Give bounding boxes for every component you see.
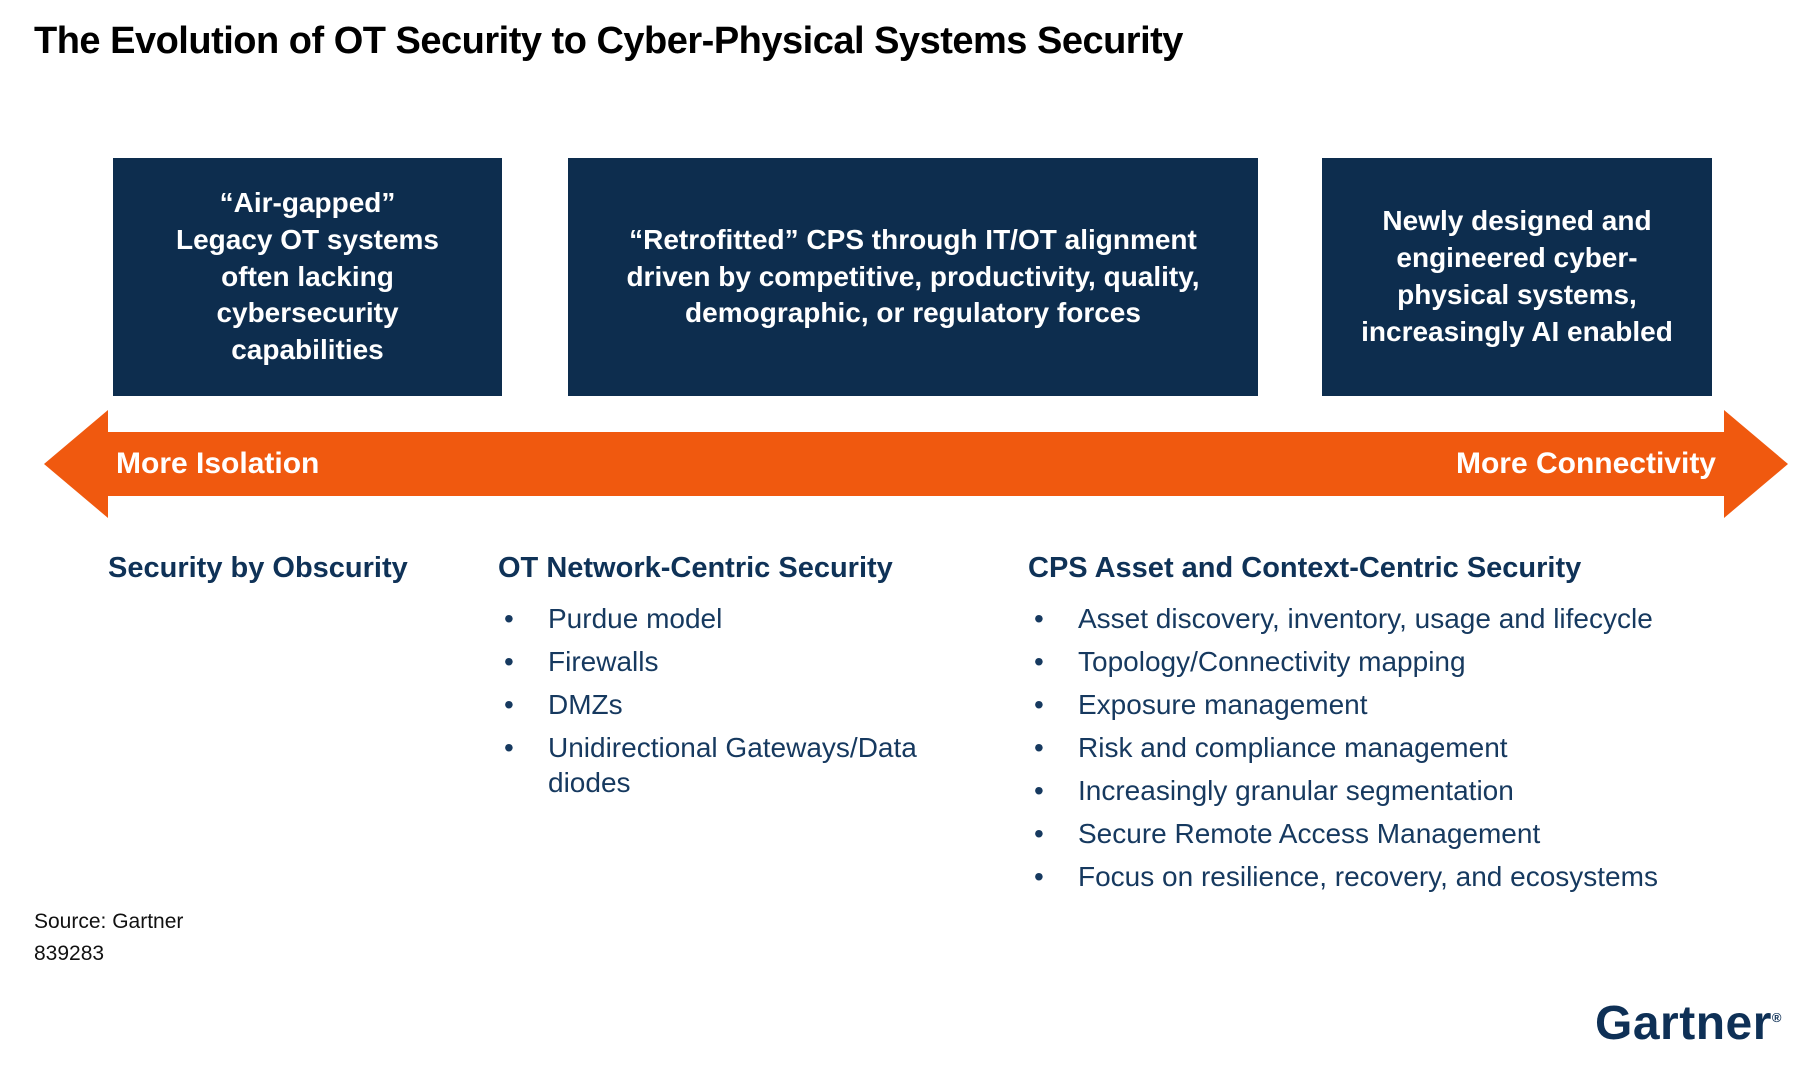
bullet-icon: • (1034, 861, 1044, 892)
list-item-text: Asset discovery, inventory, usage and li… (1078, 603, 1653, 634)
arrow-left-head-icon (44, 410, 108, 518)
column-heading: Security by Obscurity (108, 552, 408, 584)
arrow-label-more-isolation: More Isolation (116, 447, 320, 480)
list-item-text: Increasingly granular segmentation (1078, 775, 1514, 806)
arrow-right-head-icon (1724, 410, 1788, 518)
bullet-icon: • (1034, 818, 1044, 849)
bullet-icon: • (504, 732, 514, 763)
stage-box-air-gapped-text: “Air-gapped” Legacy OT systems often lac… (175, 186, 440, 366)
bullet-list: • Purdue model • Firewalls • DMZs • Unid… (498, 601, 968, 800)
stage-box-air-gapped: “Air-gapped” Legacy OT systems often lac… (113, 158, 502, 396)
list-item-text: Exposure management (1078, 689, 1368, 720)
bullet-icon: • (1034, 732, 1044, 763)
stage-box-newly-designed-text: Newly designed and engineered cyber-phys… (1361, 205, 1673, 347)
list-item-text: Firewalls (548, 646, 659, 677)
column-security-by-obscurity: Security by Obscurity (108, 552, 488, 585)
bullet-icon: • (504, 689, 514, 720)
column-cps-asset-context-centric: CPS Asset and Context-Centric Security •… (1028, 552, 1738, 902)
bullet-list: • Asset discovery, inventory, usage and … (1028, 601, 1738, 894)
gartner-logo-text: Gartner (1595, 997, 1772, 1050)
list-item: • DMZs (498, 687, 968, 722)
list-item: • Risk and compliance management (1028, 730, 1738, 765)
source-line: Source: Gartner (34, 910, 184, 933)
list-item: • Exposure management (1028, 687, 1738, 722)
source-id: 839283 (34, 942, 105, 965)
bullet-icon: • (1034, 646, 1044, 677)
bullet-icon: • (1034, 603, 1044, 634)
connectivity-spectrum-arrow: More Isolation More Connectivity (44, 410, 1788, 518)
bullet-icon: • (504, 646, 514, 677)
list-item-text: Focus on resilience, recovery, and ecosy… (1078, 861, 1658, 892)
gartner-logo: Gartner® (1595, 996, 1782, 1051)
stage-box-retrofitted: “Retrofitted” CPS through IT/OT alignmen… (568, 158, 1258, 396)
column-heading: CPS Asset and Context-Centric Security (1028, 552, 1582, 584)
list-item: • Focus on resilience, recovery, and eco… (1028, 859, 1738, 894)
list-item: • Topology/Connectivity mapping (1028, 644, 1738, 679)
list-item-text: Purdue model (548, 603, 723, 634)
list-item-text: Topology/Connectivity mapping (1078, 646, 1466, 677)
list-item: • Unidirectional Gateways/Data diodes (498, 730, 968, 800)
list-item: • Secure Remote Access Management (1028, 816, 1738, 851)
list-item: • Increasingly granular segmentation (1028, 773, 1738, 808)
bullet-icon: • (1034, 775, 1044, 806)
bullet-icon: • (1034, 689, 1044, 720)
list-item: • Firewalls (498, 644, 968, 679)
column-heading: OT Network-Centric Security (498, 552, 893, 584)
registered-trademark-icon: ® (1771, 1010, 1782, 1025)
bullet-icon: • (504, 603, 514, 634)
arrow-body: More Isolation More Connectivity (108, 432, 1724, 496)
list-item: • Asset discovery, inventory, usage and … (1028, 601, 1738, 636)
list-item-text: Risk and compliance management (1078, 732, 1508, 763)
stage-box-newly-designed: Newly designed and engineered cyber-phys… (1322, 158, 1712, 396)
column-ot-network-centric: OT Network-Centric Security • Purdue mod… (498, 552, 968, 808)
list-item-text: DMZs (548, 689, 623, 720)
list-item: • Purdue model (498, 601, 968, 636)
page-title: The Evolution of OT Security to Cyber-Ph… (34, 20, 1183, 62)
source-note: Source: Gartner 839283 (34, 906, 183, 970)
arrow-label-more-connectivity: More Connectivity (1455, 447, 1716, 480)
list-item-text: Unidirectional Gateways/Data diodes (548, 732, 917, 798)
stage-box-retrofitted-text: “Retrofitted” CPS through IT/OT alignmen… (626, 223, 1200, 329)
list-item-text: Secure Remote Access Management (1078, 818, 1541, 849)
